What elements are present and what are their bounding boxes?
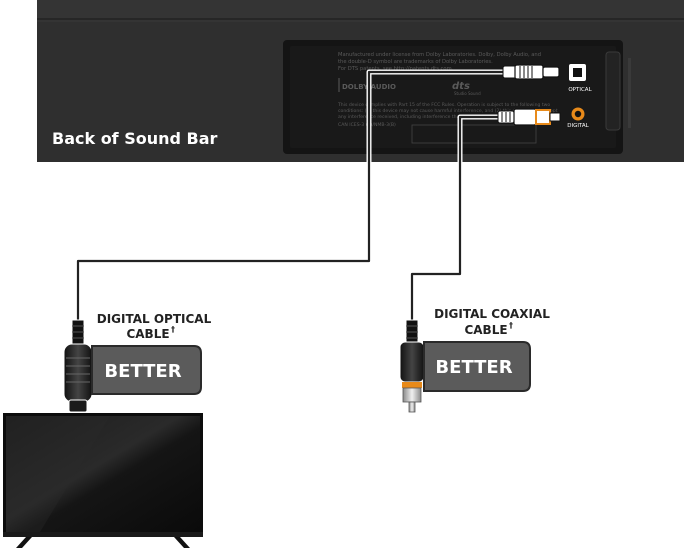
panel-latch <box>605 51 621 131</box>
coaxial-plug-top-body <box>513 108 537 126</box>
optical-plug-top-body <box>514 64 544 80</box>
tv-left-foot <box>16 537 32 548</box>
optical-badge-text: BETTER <box>104 361 181 382</box>
coaxial-connector-shell <box>402 387 422 403</box>
optical-plug-top-tip <box>542 66 560 78</box>
optical-port: OPTICAL <box>568 64 593 93</box>
optical-connector-tip <box>68 399 88 413</box>
optical-cable-connector <box>63 319 93 413</box>
panel-text-line1: Manufactured under license from Dolby La… <box>338 52 541 58</box>
coaxial-connector-pin <box>408 401 416 413</box>
soundbar-top-seam <box>37 18 684 20</box>
panel-text-line6: any interference received, including int… <box>338 114 537 120</box>
panel-text-line4: This device complies with Part 15 of the… <box>337 102 550 108</box>
panel-text-line3: For DTS patents, see http://patents.dts.… <box>338 66 454 72</box>
panel-side-rail <box>628 58 631 128</box>
optical-connector-body <box>63 343 93 403</box>
tv <box>3 413 203 548</box>
cable-labels: DIGITAL OPTICAL CABLE † DIGITAL COAXIAL … <box>97 307 550 341</box>
optical-cable-name-line2: CABLE <box>126 327 169 341</box>
coaxial-cable-connector <box>399 319 425 413</box>
optical-connector-strain-relief <box>71 319 85 347</box>
coaxial-connector-color-band <box>402 382 422 388</box>
soundbar-top-edge <box>37 0 684 22</box>
tv-screen-reflection <box>6 416 110 532</box>
tv-right-foot <box>174 537 190 548</box>
coaxial-cable-wire <box>410 115 500 322</box>
optical-cable-name-line1: DIGITAL OPTICAL <box>97 312 212 326</box>
rating-label-box <box>411 124 537 144</box>
coaxial-cable-footnote-mark: † <box>509 321 513 330</box>
optical-rating-badge: BETTER <box>91 345 202 395</box>
panel-text-line2: the double-D symbol are trademarks of Do… <box>338 59 493 65</box>
tv-screen <box>6 416 200 532</box>
coaxial-badge-shape <box>423 341 531 392</box>
soundbar-label: Back of Sound Bar <box>52 129 218 148</box>
panel-divider <box>338 78 340 92</box>
coaxial-plug-top <box>497 108 561 126</box>
coaxial-port: DIGITAL <box>567 107 590 129</box>
dts-sub-logo: Studio Sound <box>454 91 481 96</box>
optical-plug-top <box>502 64 560 80</box>
coaxial-cable-name-line2: CABLE <box>464 323 507 337</box>
optical-cable-footnote-mark: † <box>171 325 175 334</box>
soundbar: Manufactured under license from Dolby La… <box>37 0 684 162</box>
coaxial-plug-top-pin <box>549 112 561 122</box>
coaxial-rating-badge: BETTER <box>423 341 531 392</box>
coaxial-plug-top-collar <box>535 109 551 125</box>
optical-badge-shape <box>91 345 202 395</box>
dts-logo: dts <box>452 81 470 92</box>
cable-wires <box>75 69 505 322</box>
tv-bottom-bezel <box>3 532 203 537</box>
coaxial-connector-body <box>399 341 425 383</box>
coaxial-port-center <box>574 110 582 118</box>
optical-port-label: OPTICAL <box>568 87 592 93</box>
optical-port-opening <box>573 68 582 77</box>
coaxial-cable-name-line1: DIGITAL COAXIAL <box>434 307 550 321</box>
coaxial-badge-text: BETTER <box>435 357 512 378</box>
coaxial-port-label: DIGITAL <box>567 123 589 129</box>
panel-text-line5: conditions: (1) this device may not caus… <box>338 108 558 114</box>
optical-cable-wire <box>76 70 505 322</box>
